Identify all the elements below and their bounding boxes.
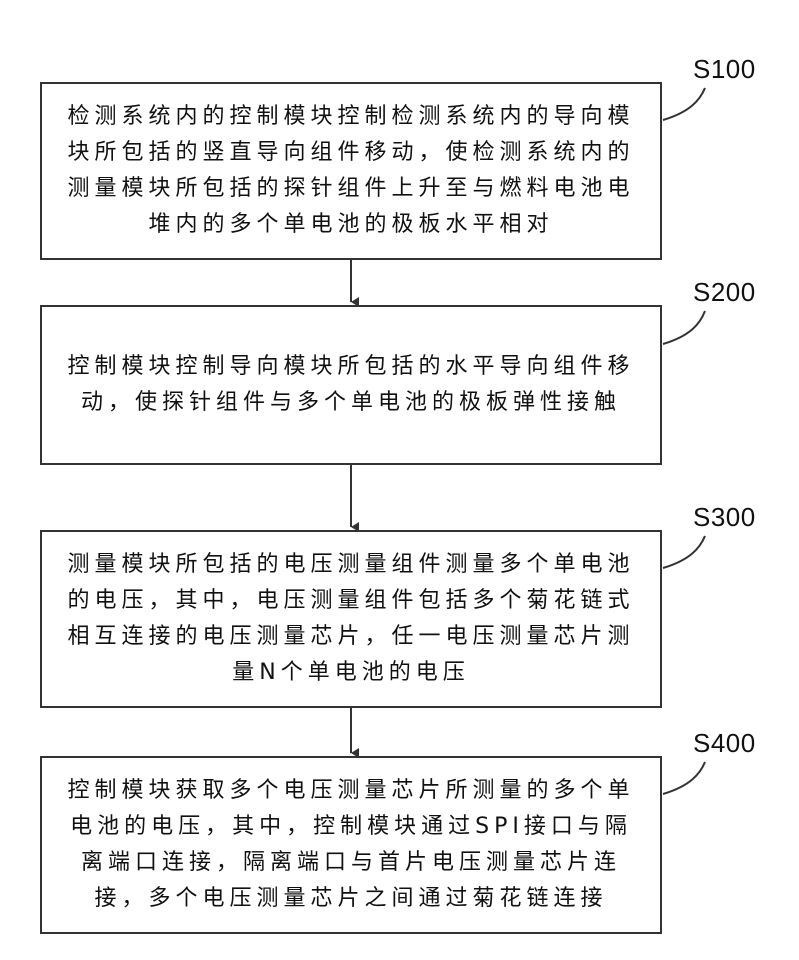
flow-arrows: [0, 0, 799, 960]
